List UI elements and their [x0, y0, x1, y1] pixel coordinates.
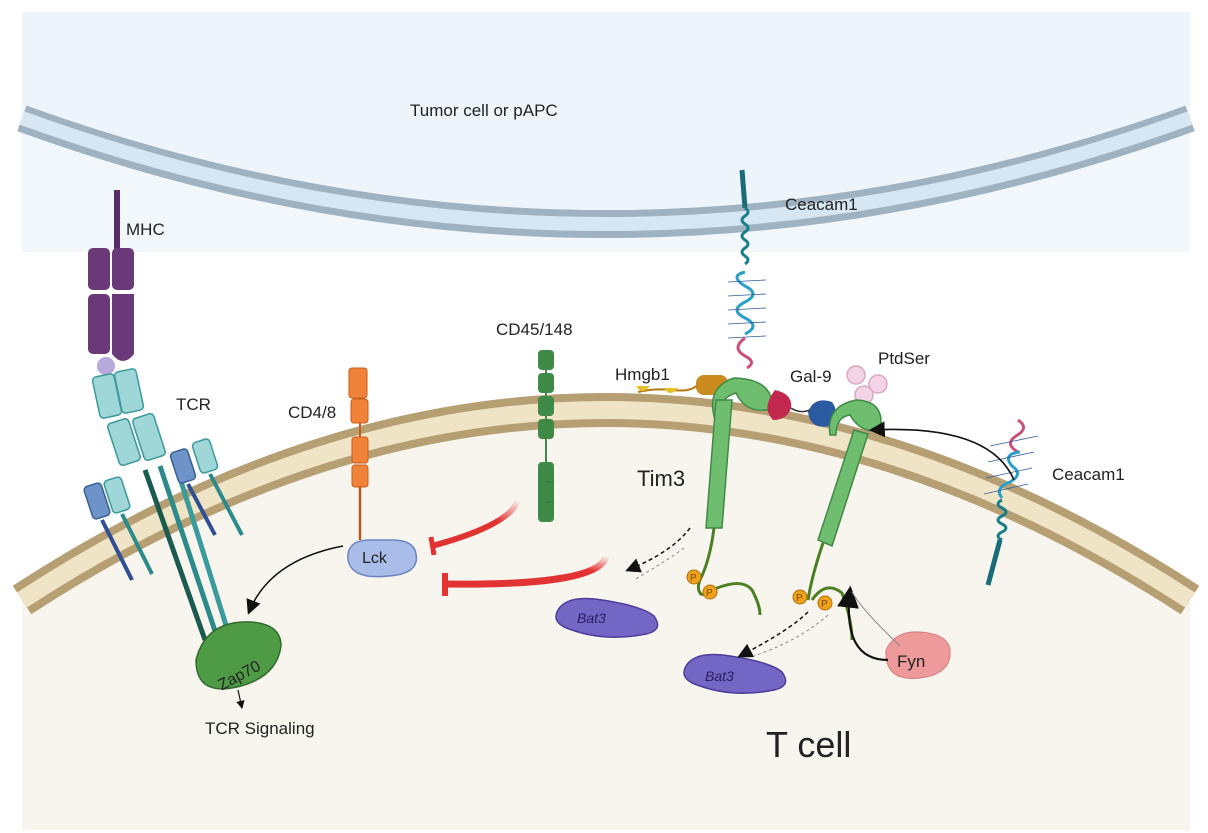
mhc-label: MHC: [126, 220, 165, 239]
lck-to-zap70-arrow: [246, 545, 344, 615]
tcr-signaling-label: TCR Signaling: [205, 719, 315, 738]
bat3-right-arrow-1: [737, 611, 809, 658]
ceacam1-tumor: Ceacam1: [727, 169, 858, 370]
bat3-inhibition-arrow: [445, 554, 610, 588]
bat3-right: Bat3: [683, 653, 787, 694]
gal9-label: Gal-9: [790, 367, 832, 386]
mhc-molecule: MHC: [88, 190, 165, 375]
peptide-icon: [97, 357, 115, 375]
tumor-cell-label: Tumor cell or pAPC: [410, 101, 558, 120]
phospho-label-2: P: [706, 588, 713, 599]
lck-kinase: Lck: [347, 539, 418, 578]
bat3-right-label: Bat3: [705, 668, 734, 684]
fyn-label: Fyn: [897, 652, 925, 671]
hmgb1: Hmgb1: [615, 365, 728, 395]
galectin-9: Gal-9: [767, 367, 836, 427]
bat3-left: Bat3: [555, 597, 659, 638]
ceacam1-right-label: Ceacam1: [1052, 465, 1125, 484]
tim3-label: Tim3: [637, 466, 685, 491]
cd4-8-label: CD4/8: [288, 403, 336, 422]
ceacam1-top-label: Ceacam1: [785, 195, 858, 214]
hmgb1-label: Hmgb1: [615, 365, 670, 384]
fyn-kinase: Fyn: [837, 585, 951, 679]
tcr-label: TCR: [176, 395, 211, 414]
ceacam1-tcell: Ceacam1: [868, 418, 1125, 586]
fyn-to-tim3-arrow: [837, 585, 889, 662]
cd4-8-coreceptor: CD4/8: [288, 367, 369, 540]
tumor-cell: [17, 12, 1195, 252]
ptdser-label: PtdSer: [878, 349, 930, 368]
cd45-148: CD45/148: [496, 320, 573, 522]
phospho-label-1: P: [690, 573, 697, 584]
ceacam1-to-tim3-arrow: [868, 421, 1015, 481]
cd45-148-label: CD45/148: [496, 320, 573, 339]
inhibition-arrows: [428, 498, 610, 596]
phosphatidylserine: PtdSer: [846, 349, 930, 405]
zap70-kinase: Zap70 TCR Signaling: [195, 621, 315, 738]
phospho-label-4: P: [821, 599, 828, 610]
cd45-inhibition-arrow: [431, 498, 521, 549]
lck-label: Lck: [362, 550, 388, 567]
bat3-left-label: Bat3: [577, 610, 606, 626]
tcr-complex: TCR: [83, 368, 244, 641]
tim3-receptor-left: P P Tim3: [637, 377, 773, 616]
t-cell-label: T cell: [766, 724, 851, 765]
phospho-label-3: P: [796, 593, 803, 604]
